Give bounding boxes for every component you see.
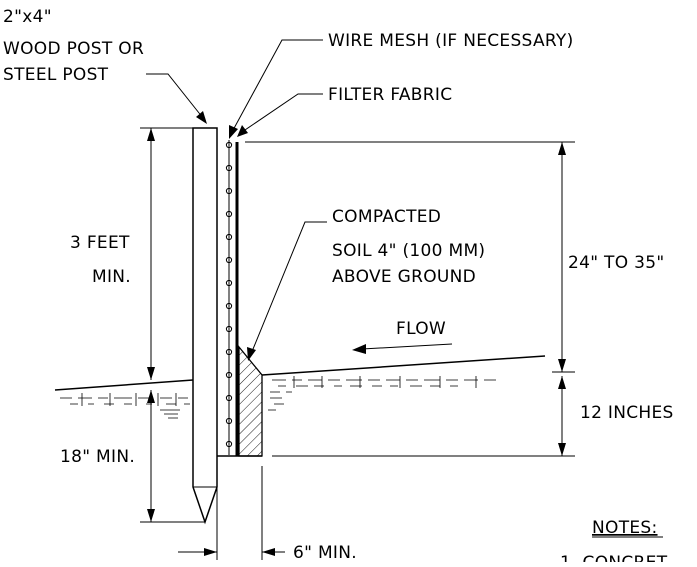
label-notes-partial: 1. CONCRET	[560, 553, 668, 562]
label-embed-depth: 18" MIN.	[60, 447, 135, 467]
leader-wire-mesh	[229, 39, 323, 139]
label-compacted-line1: COMPACTED	[332, 207, 441, 227]
label-flow: FLOW	[396, 319, 446, 339]
label-filter-fabric: FILTER FABRIC	[328, 85, 452, 105]
label-post-height-line2: MIN.	[92, 267, 131, 287]
dim-trench-width	[178, 460, 285, 560]
post	[192, 127, 218, 525]
ground-line-upstream	[54, 379, 194, 391]
dim-trench-depth	[272, 376, 575, 457]
ground-texture	[60, 376, 496, 419]
label-notes: NOTES:	[592, 518, 658, 538]
label-post-line2: WOOD POST OR	[3, 39, 144, 59]
label-post-height-line1: 3 FEET	[70, 233, 130, 253]
leader-filter-fabric	[237, 93, 323, 137]
label-trench-depth: 12 INCHES	[580, 403, 674, 423]
leader-compacted-soil	[247, 221, 327, 361]
dim-post-height	[140, 127, 193, 380]
leader-post	[146, 73, 207, 124]
label-fence-height: 24" TO 35"	[568, 253, 664, 273]
compacted-soil-hatch	[238, 345, 263, 457]
ground-line-downstream	[261, 355, 546, 376]
flow-arrow	[352, 343, 453, 354]
label-compacted-line3: ABOVE GROUND	[332, 267, 476, 287]
label-trench-width: 6" MIN.	[293, 543, 357, 562]
dim-fence-height	[245, 141, 575, 373]
label-wire-mesh: WIRE MESH (IF NECESSARY)	[328, 31, 574, 51]
wire-mesh	[225, 140, 233, 455]
label-compacted-line2: SOIL 4" (100 MM)	[332, 241, 485, 261]
label-post-line1: 2"x4"	[3, 7, 52, 27]
dim-embed-depth	[140, 390, 205, 523]
label-post-line3: STEEL POST	[3, 65, 109, 85]
